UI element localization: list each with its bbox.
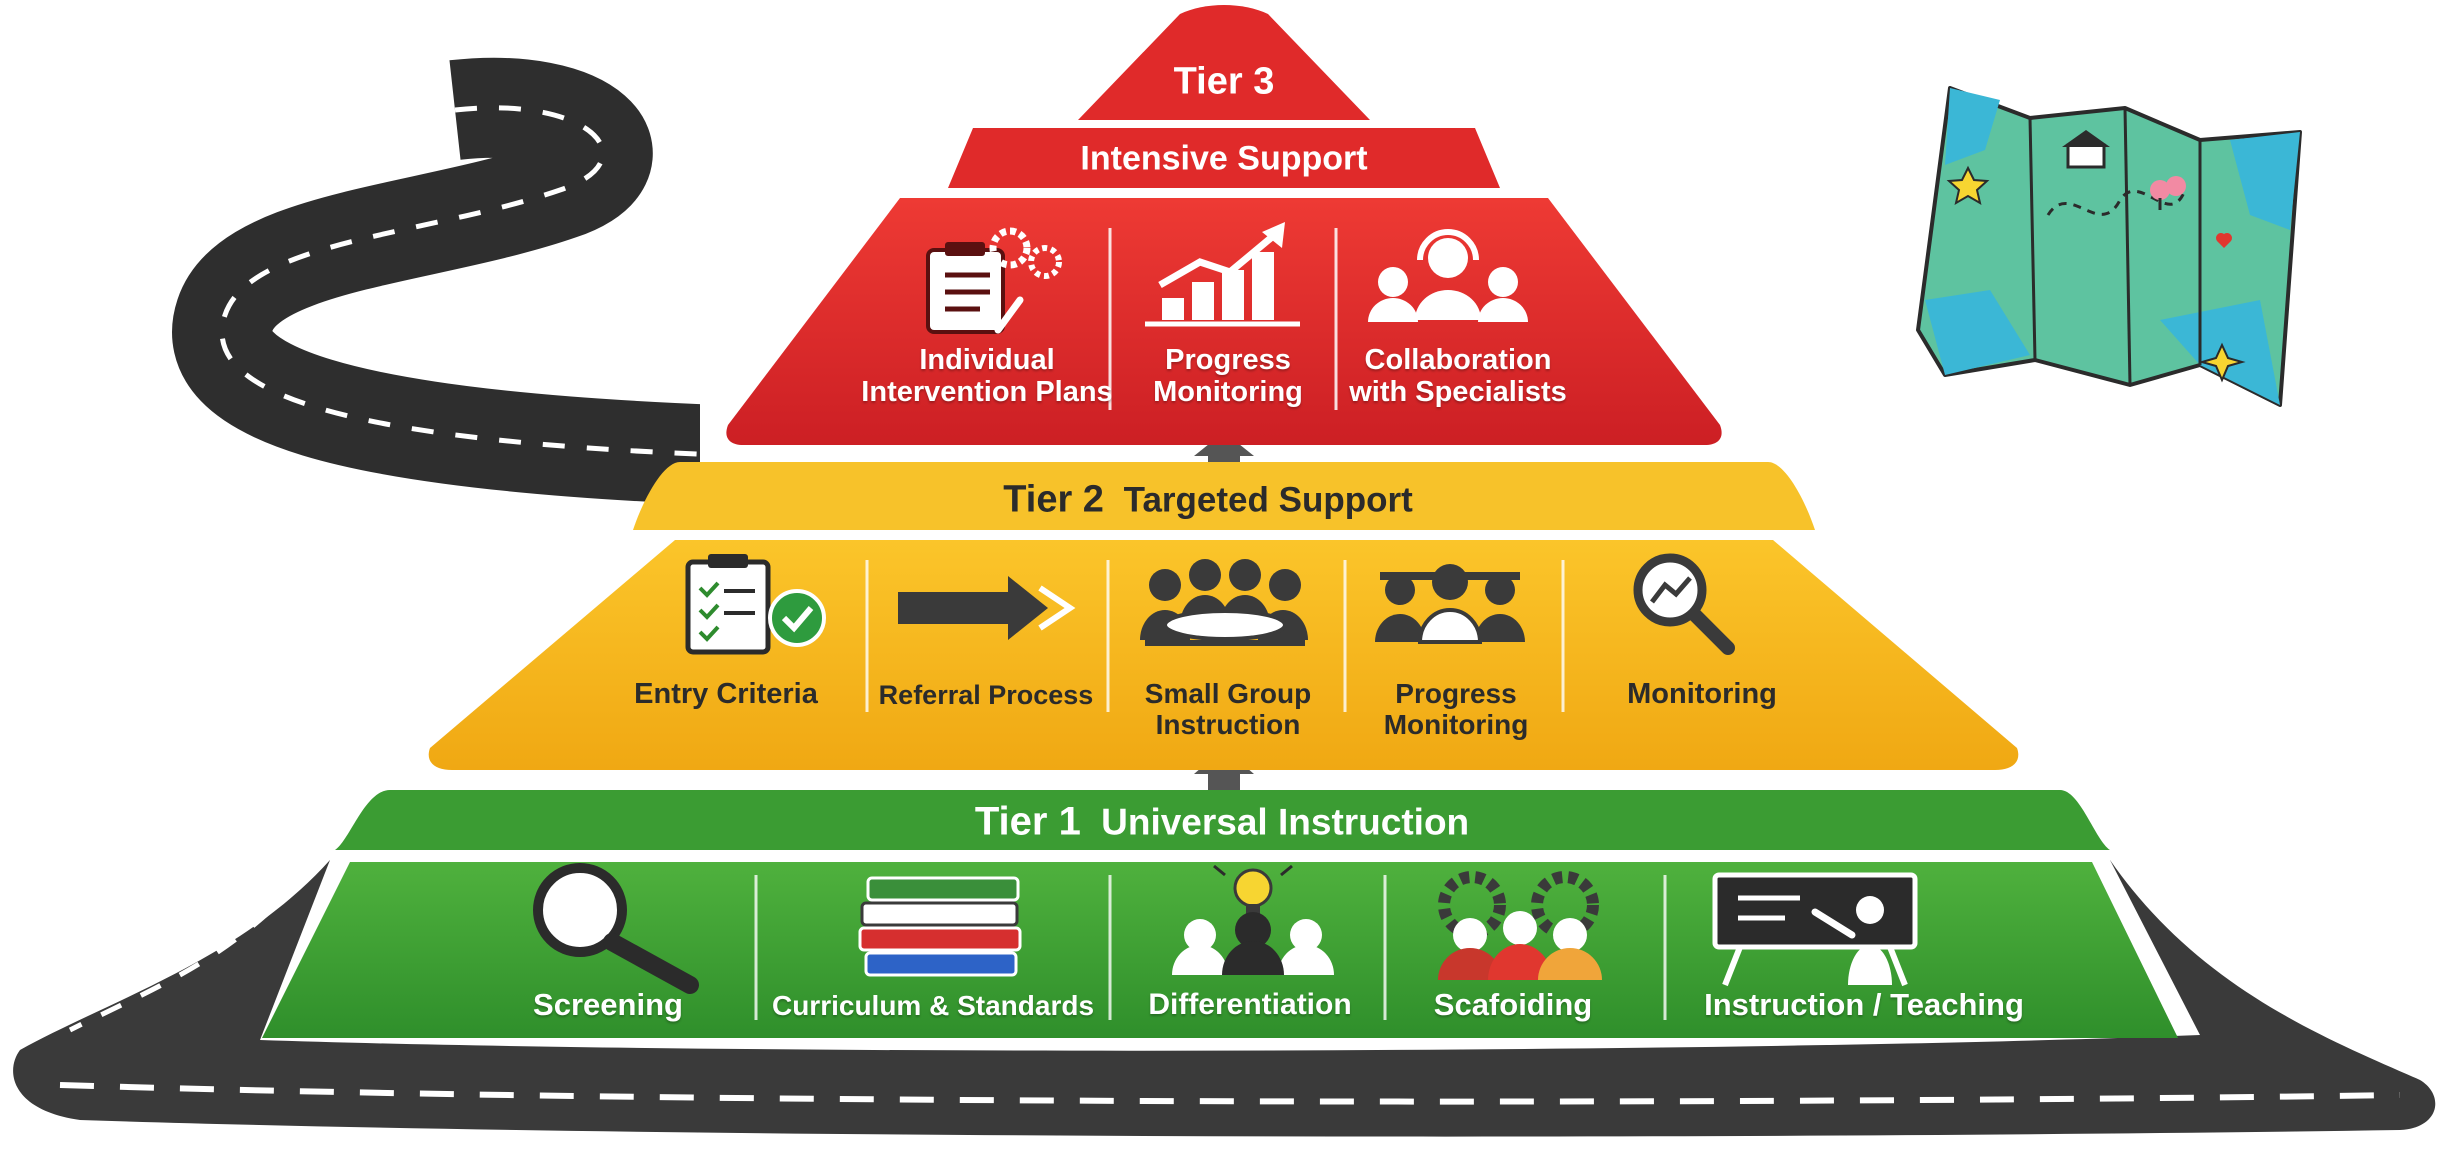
tier2-label: Tier 2 [1003, 478, 1104, 521]
tier2-title-band [633, 462, 1815, 530]
checklist-icon [685, 554, 826, 655]
folded-map-icon [1916, 86, 2302, 407]
tier2-item-5-label: Monitoring [1627, 678, 1777, 710]
tier1-panel [262, 862, 2178, 1038]
tier1-label: Tier 1 [974, 799, 1081, 844]
tier1-item-1-label: Screening [533, 987, 683, 1022]
tier1-dividers [754, 875, 1667, 1020]
tier2-panel [428, 540, 2019, 770]
tier2-title: Targeted Support [1123, 480, 1413, 520]
tier1-item-4-label: Scafoiding [1433, 987, 1593, 1022]
magnifier-chart-icon [1633, 553, 1735, 655]
tier3-title: Intensive Support [1080, 139, 1368, 178]
small-group-table-icon [1140, 559, 1308, 646]
specialists-team-icon [1368, 229, 1528, 322]
tier1-item-3-label: Differentiation [1148, 988, 1352, 1021]
tier3-cap [1078, 5, 1370, 120]
magnifying-glass-icon [533, 863, 699, 994]
tier3-title-band [948, 128, 1500, 188]
tier2-dividers [865, 560, 1565, 712]
lightbulb-group-icon [1172, 864, 1334, 975]
arrow-right-icon [898, 576, 1076, 640]
intervention-plan-icon [926, 227, 1062, 334]
tier1-title: Universal Instruction [1101, 801, 1470, 843]
group-monitoring-icon [1375, 564, 1525, 644]
tier3-label: Tier 3 [1173, 60, 1275, 103]
tier1-item-2-label: Curriculum & Standards [771, 990, 1095, 1021]
winding-road-icon [172, 57, 760, 505]
bar-chart-growth-icon [1145, 222, 1300, 327]
tier1-item-5-label: Instruction / Teaching [1704, 987, 2024, 1022]
tier2-item-2-label: Referral Process [878, 680, 1094, 710]
book-stack-icon [858, 876, 1022, 977]
tier2-heading: Tier 2 Targeted Support [1003, 479, 1413, 522]
tier1-title-band [335, 790, 2110, 850]
gears-people-icon [1438, 871, 1602, 980]
tier2-item-1-label: Entry Criteria [634, 678, 818, 710]
tier3-dividers [1108, 228, 1338, 410]
tier1-heading: Tier 1 Universal Instruction [975, 800, 1469, 845]
tier2-to-tier3-arrow [1194, 432, 1254, 465]
teacher-board-icon [1712, 872, 1918, 987]
